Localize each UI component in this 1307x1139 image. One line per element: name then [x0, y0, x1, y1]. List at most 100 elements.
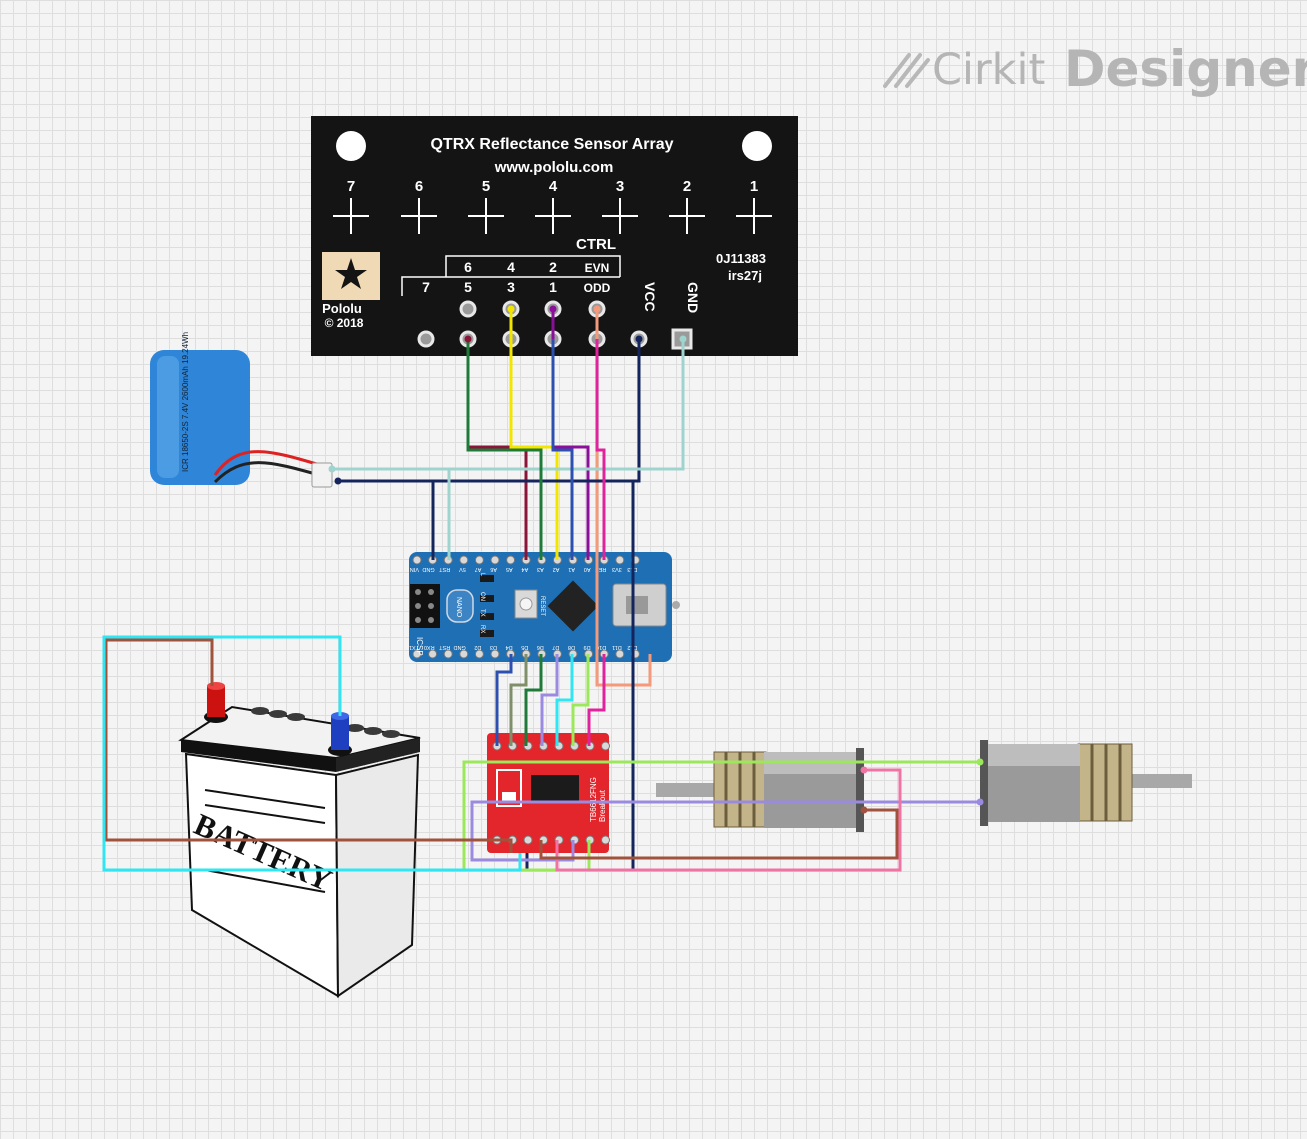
- atmega-chip: [547, 580, 599, 632]
- nano-pin-label: GND: [422, 566, 434, 572]
- gear-motor-right[interactable]: [980, 740, 1192, 826]
- wire-sensor-odd-to-nano[interactable]: [595, 309, 652, 687]
- l-led-label: L: [479, 573, 485, 577]
- battery-negative-terminal[interactable]: [328, 712, 352, 756]
- usb-port-edge: [672, 601, 680, 609]
- sensor-title: QTRX Reflectance Sensor Array: [430, 136, 673, 153]
- icsp-header: [410, 584, 440, 628]
- wire-driver-to-motor-left-b[interactable]: [539, 808, 899, 860]
- wire-nano-d3-to-driver[interactable]: [495, 654, 513, 746]
- nano-pin-label: RST: [439, 566, 451, 572]
- nano-pin-label: REF: [595, 566, 607, 572]
- even-pin-6: 6: [464, 259, 472, 275]
- wire-nano-d9-to-driver[interactable]: [587, 654, 606, 746]
- wire-sensor-3-to-nano-a3[interactable]: [509, 309, 559, 560]
- nano-pin-label: D11: [612, 644, 622, 650]
- driver-top-pin-7[interactable]: [601, 741, 610, 751]
- crystal: [446, 589, 474, 623]
- nano-top-pin-3[interactable]: [459, 555, 469, 565]
- nano-bottom-pin-5[interactable]: [490, 649, 500, 659]
- nano-pin-label: A1: [568, 566, 575, 572]
- even-pin-2: 2: [549, 259, 557, 275]
- watermark-brand: Cirkit: [932, 45, 1045, 95]
- nano-pin-label: A7: [475, 566, 482, 572]
- battery-positive-terminal[interactable]: [204, 682, 228, 723]
- mount-hole-right: [742, 131, 772, 161]
- wire-nano-d5-to-driver[interactable]: [524, 654, 543, 746]
- nano-pin-label: D6: [537, 644, 544, 650]
- nano-pin-label: RST: [439, 644, 451, 650]
- motor-left-shaft: [656, 783, 718, 797]
- cirkit-logo-icon: [883, 53, 930, 88]
- lipo-print: ICR 18650-2S 7.4V 2600mAh 19.24Wh: [181, 332, 190, 472]
- nano-pin-label: A0: [584, 566, 591, 572]
- ctrl-brackets: [401, 255, 621, 296]
- wire-nano-d4-to-driver[interactable]: [509, 654, 528, 746]
- battery-side-face: [334, 753, 420, 998]
- wire-nano-d6-to-driver[interactable]: [540, 654, 559, 746]
- part-number: 0J11383: [716, 251, 766, 266]
- nano-bottom-pin-3[interactable]: [459, 649, 469, 659]
- wire-nano-d8-to-driver[interactable]: [571, 654, 590, 746]
- wire-endpoints: [328, 305, 984, 814]
- nano-top-pin-0[interactable]: [412, 555, 422, 565]
- nano-pin-label: D3: [490, 644, 497, 650]
- battery-cell-caps: [251, 707, 400, 738]
- wire-sensor-to-nano-a2[interactable]: [551, 339, 574, 560]
- wire-sensor-to-nano-a0[interactable]: [595, 339, 606, 560]
- channel-4-label: 4: [549, 178, 558, 195]
- nano-top-pin-13[interactable]: [615, 555, 625, 565]
- wire-driver-to-motor-left-a[interactable]: [555, 768, 902, 872]
- nano-bottom-pin-13[interactable]: [615, 649, 625, 659]
- nano-top-pin-6[interactable]: [506, 555, 516, 565]
- tb6612fng-motor-driver[interactable]: TB6612FNG Breakout: [487, 733, 610, 853]
- nano-pin-label: RX0: [424, 644, 435, 650]
- odd-pin-5: 5: [464, 279, 472, 295]
- driver-breakout-label: Breakout: [598, 789, 607, 822]
- even-pin-evn: EVN: [585, 261, 610, 275]
- nano-pin-label: GND: [454, 644, 466, 650]
- lipo-red-lead: [213, 450, 331, 476]
- driver-bottom-pin-7[interactable]: [601, 835, 610, 845]
- wire-nano-d7-to-driver[interactable]: [555, 654, 574, 746]
- driver-ic: [531, 775, 579, 803]
- nano-bottom-pin-0[interactable]: [412, 649, 422, 659]
- sensor-url: www.pololu.com: [494, 159, 614, 176]
- lipo-battery-pack[interactable]: ICR 18650-2S 7.4V 2600mAh 19.24Wh: [150, 332, 333, 488]
- car-battery[interactable]: BATTERY: [178, 682, 421, 998]
- cirkit-designer-watermark: Cirkit Designer: [883, 40, 1307, 98]
- nano-pin-label: A5: [506, 566, 513, 572]
- wire-driver-to-motor-right-b[interactable]: [470, 800, 980, 862]
- gnd-label: GND: [685, 282, 701, 313]
- copyright-label: © 2018: [325, 316, 364, 330]
- nano-pin-label: D4: [506, 644, 513, 650]
- wire-sensor-vcc-net[interactable]: [338, 339, 641, 483]
- nano-bottom-pin-1[interactable]: [428, 649, 438, 659]
- odd-pin-7: 7: [422, 279, 430, 295]
- nano-pin-label: A3: [537, 566, 544, 572]
- vcc-label: VCC: [642, 282, 658, 312]
- nano-bottom-pin-4[interactable]: [474, 649, 484, 659]
- wire-sensor-to-nano-a4[interactable]: [466, 339, 543, 560]
- driver-bottom-pin-2[interactable]: [523, 835, 533, 845]
- nano-bottom-pin-2[interactable]: [443, 649, 453, 659]
- channel-3-label: 3: [616, 178, 624, 195]
- watermark-product: Designer: [1064, 40, 1307, 98]
- even-pin-4: 4: [507, 259, 515, 275]
- odd-pin-odd: ODD: [584, 281, 611, 295]
- driver-chip-label: TB6612FNG: [589, 777, 598, 822]
- wire-battery-negative-to-driver[interactable]: [102, 635, 522, 872]
- nano-pin-label: A2: [553, 566, 560, 572]
- nano-pin-label: 5V: [459, 566, 466, 572]
- nano-pin-label: 3V3: [612, 566, 622, 572]
- nano-top-pin-4[interactable]: [474, 555, 484, 565]
- revision-label: irs27j: [728, 268, 762, 283]
- ctrl-label: CTRL: [576, 236, 616, 253]
- nano-pin-label: D10: [596, 644, 606, 650]
- wire-battery-positive-to-driver[interactable]: [104, 638, 513, 853]
- nano-pin-label: D2: [474, 644, 481, 650]
- nano-top-pin-5[interactable]: [490, 555, 500, 565]
